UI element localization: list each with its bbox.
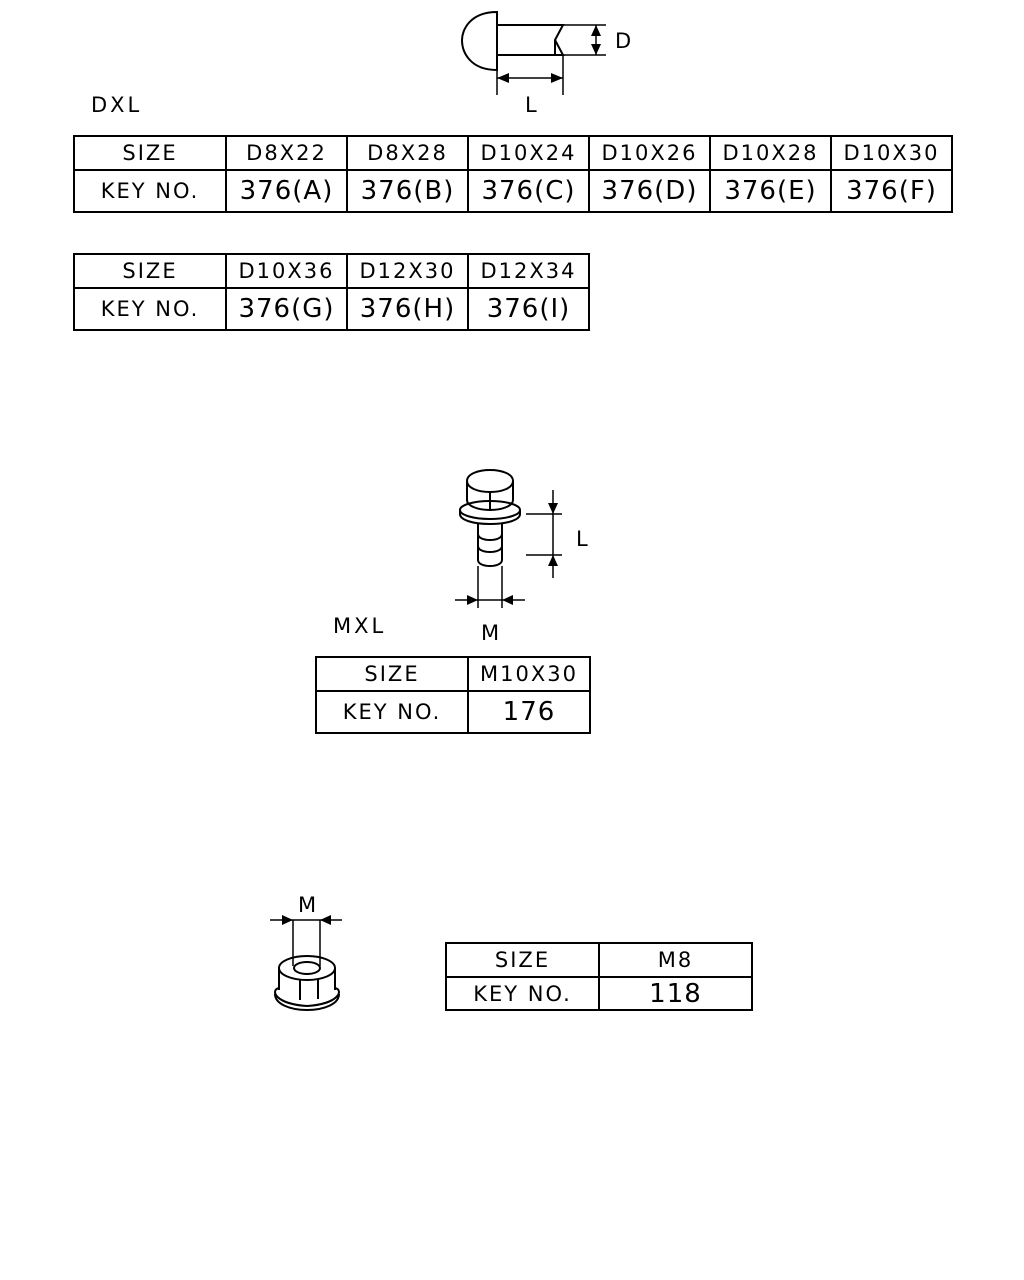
size-cell: M8 <box>598 942 753 978</box>
size-row: SIZE M8 <box>445 942 753 978</box>
size-cell: D8X28 <box>346 135 469 171</box>
key-row: KEY NO. 376(A) 376(B) 376(C) 376(D) 376(… <box>73 169 953 213</box>
key-cell: 376(F) <box>830 169 953 213</box>
bolt-spec-table: SIZE M10X30 KEY NO. 176 <box>315 656 591 734</box>
size-header: SIZE <box>73 135 227 171</box>
rivet-dim-l-label: L <box>525 93 537 117</box>
nut-drawing: M <box>270 893 342 1012</box>
size-header: SIZE <box>73 253 227 289</box>
size-row: SIZE D8X22 D8X28 D10X24 D10X26 D10X28 D1… <box>73 135 953 171</box>
bolt-drawing: M L <box>455 468 588 645</box>
size-cell: D12X30 <box>346 253 469 289</box>
size-cell: D10X30 <box>830 135 953 171</box>
key-cell: 176 <box>467 690 591 734</box>
size-header: SIZE <box>445 942 600 978</box>
nut-dim-m-label: M <box>298 893 316 917</box>
key-cell: 376(B) <box>346 169 469 213</box>
key-row: KEY NO. 176 <box>315 690 591 734</box>
key-row: KEY NO. 376(G) 376(H) 376(I) <box>73 287 590 331</box>
size-cell: D10X28 <box>709 135 832 171</box>
size-cell: D12X34 <box>467 253 590 289</box>
key-cell: 376(C) <box>467 169 590 213</box>
key-cell: 376(G) <box>225 287 348 331</box>
size-row: SIZE M10X30 <box>315 656 591 692</box>
size-cell: D10X36 <box>225 253 348 289</box>
nut-spec-table: SIZE M8 KEY NO. 118 <box>445 942 753 1011</box>
size-cell: D10X26 <box>588 135 711 171</box>
key-header: KEY NO. <box>315 690 469 734</box>
key-cell: 376(E) <box>709 169 832 213</box>
key-cell: 118 <box>598 976 753 1011</box>
key-header: KEY NO. <box>445 976 600 1011</box>
rivet-dim-d-label: D <box>615 29 631 53</box>
key-cell: 376(I) <box>467 287 590 331</box>
key-cell: 376(H) <box>346 287 469 331</box>
rivet-section-label: DXL <box>91 93 143 117</box>
size-cell: M10X30 <box>467 656 591 692</box>
key-header: KEY NO. <box>73 169 227 213</box>
size-header: SIZE <box>315 656 469 692</box>
rivet-drawing: D L <box>460 10 631 117</box>
key-cell: 376(A) <box>225 169 348 213</box>
bolt-dim-m-label: M <box>481 621 499 645</box>
bolt-section-label: MXL <box>333 614 387 638</box>
size-row: SIZE D10X36 D12X30 D12X34 <box>73 253 590 289</box>
rivet-spec-table-1: SIZE D8X22 D8X28 D10X24 D10X26 D10X28 D1… <box>73 135 953 213</box>
key-cell: 376(D) <box>588 169 711 213</box>
size-cell: D8X22 <box>225 135 348 171</box>
rivet-spec-table-2: SIZE D10X36 D12X30 D12X34 KEY NO. 376(G)… <box>73 253 590 331</box>
size-cell: D10X24 <box>467 135 590 171</box>
key-header: KEY NO. <box>73 287 227 331</box>
key-row: KEY NO. 118 <box>445 976 753 1011</box>
bolt-dim-l-label: L <box>576 527 588 551</box>
